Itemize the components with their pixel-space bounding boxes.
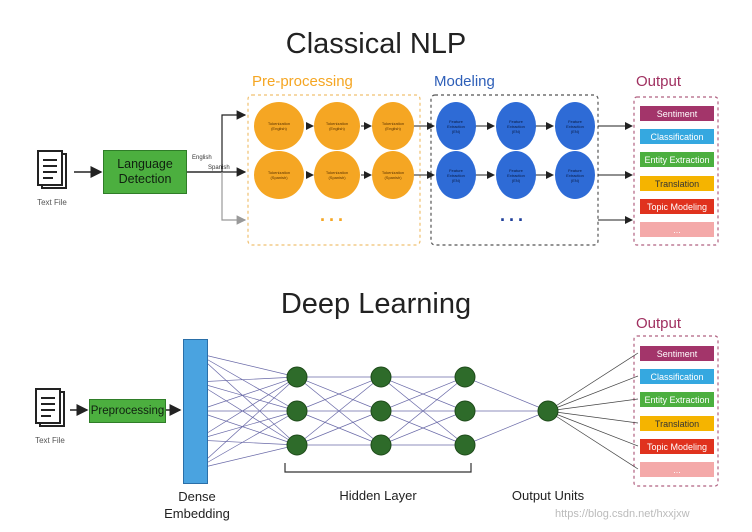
nn-edge	[547, 410, 639, 470]
tokenization-node: Tokenization(English)	[254, 102, 304, 150]
output-units-label: Output Units	[511, 488, 585, 503]
nn-edge	[195, 410, 298, 446]
nn-edge	[195, 381, 298, 412]
nn-edge	[195, 352, 298, 412]
arrow-other-branch	[221, 172, 247, 225]
hidden-node	[286, 434, 308, 456]
output-entity-extraction: Entity Extraction	[640, 392, 714, 407]
watermark: https://blog.csdn.net/hxxjxw	[555, 508, 690, 520]
hidden-node	[370, 400, 392, 422]
nn-edge	[547, 352, 639, 412]
output-more: ...	[640, 462, 714, 477]
document-icon	[36, 150, 70, 197]
hidden-node	[454, 400, 476, 422]
modeling-label: Modeling	[434, 73, 495, 90]
tokenization-node: Tokenization(English)	[314, 102, 360, 150]
hidden-node	[454, 366, 476, 388]
dense-embedding-label: Dense Embedding	[164, 489, 230, 521]
output-label-top: Output	[636, 73, 682, 90]
tokenization-node: Tokenization(Spanish)	[254, 151, 304, 199]
output-translation: Translation	[640, 176, 714, 191]
nn-edge	[547, 410, 639, 424]
nn-edge	[195, 444, 298, 470]
nn-edge	[195, 376, 298, 383]
spanish-label: Spanish	[208, 165, 230, 171]
nn-edge	[547, 410, 639, 447]
nn-edge	[380, 376, 466, 446]
output-sentiment: Sentiment	[640, 106, 714, 121]
nn-edge	[195, 410, 298, 441]
tokenization-node: Tokenization(English)	[372, 102, 414, 150]
language-detection-box: Language Detection	[103, 150, 187, 194]
classical-nlp-title: Classical NLP	[285, 28, 467, 60]
english-label: English	[192, 155, 212, 161]
preprocessing-region	[247, 94, 421, 246]
nn-edge	[195, 352, 298, 446]
nn-edge	[195, 376, 298, 412]
nn-edge	[195, 376, 298, 470]
hidden-node	[370, 366, 392, 388]
arrow-english-branch	[186, 110, 247, 173]
preprocessing-dots: ...	[320, 205, 348, 225]
dense-embedding-layer	[183, 339, 208, 484]
nn-edge	[195, 410, 298, 470]
nn-edge	[547, 398, 639, 412]
nn-edge	[464, 410, 549, 446]
hidden-node	[454, 434, 476, 456]
modeling-dots: ...	[500, 205, 528, 225]
output-classification: Classification	[640, 369, 714, 384]
hidden-node	[286, 400, 308, 422]
language-detection-label: Language Detection	[117, 157, 173, 186]
output-entity-extraction: Entity Extraction	[640, 152, 714, 167]
output-label-bottom: Output	[636, 315, 682, 332]
preprocessing-label: Pre-processing	[252, 73, 353, 90]
output-more: ...	[640, 222, 714, 237]
nn-edge	[296, 410, 382, 446]
preprocessing-box: Preprocessing	[89, 399, 166, 423]
output-sentiment: Sentiment	[640, 346, 714, 361]
preprocessing-label-bottom: Preprocessing	[90, 405, 165, 417]
nn-edge	[380, 410, 466, 446]
nn-edge	[296, 376, 382, 446]
nn-edge	[195, 439, 298, 446]
output-classification: Classification	[640, 129, 714, 144]
tokenization-node: Tokenization(Spanish)	[314, 151, 360, 199]
output-region-bottom	[633, 335, 719, 487]
hidden-node	[370, 434, 392, 456]
tokenization-node: Tokenization(Spanish)	[372, 151, 414, 199]
nn-edge	[380, 376, 466, 412]
hidden-layer-bracket	[284, 463, 472, 473]
output-region-top	[633, 96, 719, 246]
hidden-layer-label: Hidden Layer	[339, 488, 417, 503]
text-file-label: Text File	[35, 436, 65, 445]
document-icon	[34, 388, 68, 435]
output-topic-modeling: Topic Modeling	[640, 199, 714, 214]
hidden-node	[286, 366, 308, 388]
neural-network-edges	[195, 352, 639, 470]
nn-edge	[547, 375, 639, 412]
nn-edge	[195, 352, 298, 378]
nn-edge	[195, 381, 298, 446]
output-translation: Translation	[640, 416, 714, 431]
nn-edge	[296, 376, 382, 412]
nn-edge	[195, 376, 298, 441]
modeling-region	[430, 94, 599, 246]
text-file-label: Text File	[37, 198, 67, 207]
output-topic-modeling: Topic Modeling	[640, 439, 714, 454]
deep-learning-title: Deep Learning	[280, 288, 472, 320]
nn-edge	[464, 376, 549, 412]
output-unit-node	[537, 400, 559, 422]
